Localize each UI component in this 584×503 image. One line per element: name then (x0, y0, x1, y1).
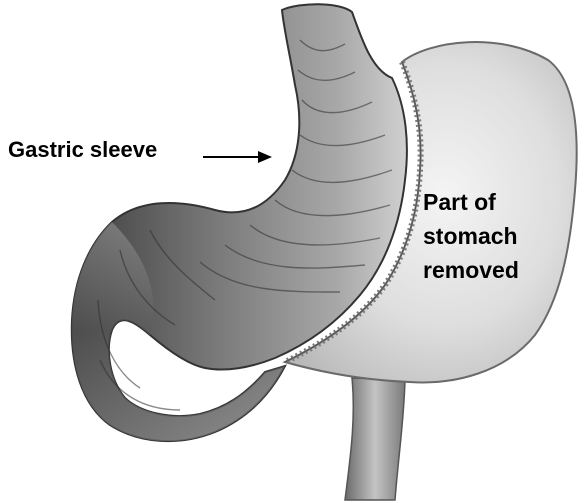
part-removed-label-line-2: stomach (423, 219, 563, 253)
part-removed-label: Part of stomach removed (423, 185, 563, 287)
gastric-sleeve-label: Gastric sleeve (8, 137, 157, 163)
arrow-icon (203, 151, 272, 163)
lower-duodenum-tube (345, 378, 405, 500)
part-removed-label-line-3: removed (423, 253, 563, 287)
part-removed-label-line-1: Part of (423, 185, 563, 219)
